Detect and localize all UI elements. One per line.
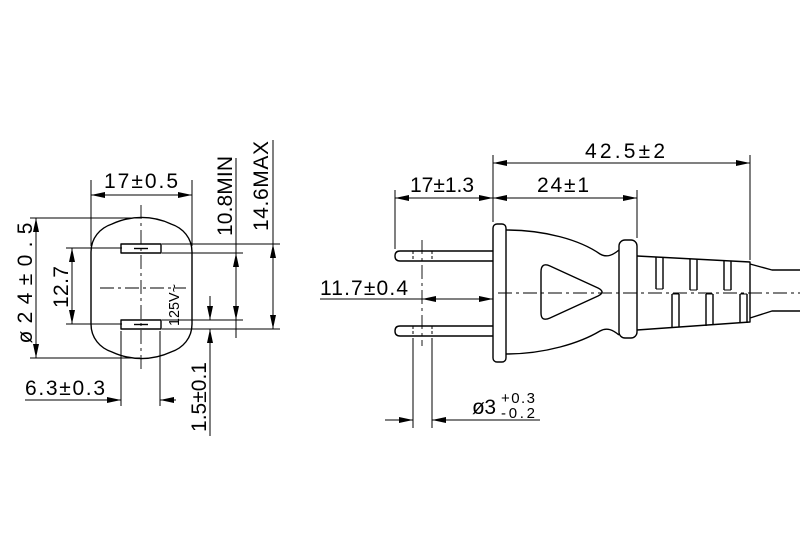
hole-tolerance-lower: -0.2 bbox=[501, 405, 535, 422]
dimension-hole-diameter: ø3 +0.3 -0.2 bbox=[385, 338, 540, 428]
hole-diameter-label: ø3 bbox=[472, 396, 496, 419]
dimension-blade-length: 17±1.3 bbox=[394, 174, 493, 249]
grip-triangle bbox=[540, 264, 603, 320]
strain-relief bbox=[636, 255, 751, 331]
rating-label: 125V~ bbox=[166, 284, 183, 326]
pin-spacing-label: 12.7 bbox=[50, 266, 73, 308]
dimension-pin-spacing: 12.7 bbox=[50, 247, 122, 325]
blade-width-label: 6.3±0.3 bbox=[25, 377, 105, 400]
dimension-hole-position: 11.7±0.4 bbox=[320, 277, 493, 302]
plug-body-bottom-edge bbox=[505, 328, 620, 355]
blade-length-label: 17±1.3 bbox=[410, 174, 474, 197]
hole-position-label: 11.7±0.4 bbox=[320, 277, 408, 300]
dimension-face-width: 17±0.5 bbox=[90, 170, 193, 246]
dimension-overall-length: 42.5±2 bbox=[492, 140, 751, 260]
blade-bottom bbox=[394, 325, 493, 337]
max-span-label: 14.6MAX bbox=[250, 141, 273, 231]
face-width-label: 17±0.5 bbox=[104, 170, 178, 193]
dimension-blade-width: 6.3±0.3 bbox=[25, 331, 176, 406]
face-diameter-label: ø24±0.5 bbox=[14, 223, 37, 344]
dimension-blade-thickness: 1.5±0.1 bbox=[162, 296, 216, 436]
cord-bottom-edge bbox=[749, 310, 800, 319]
plug-rim bbox=[618, 239, 638, 339]
cord-top-edge bbox=[749, 263, 800, 271]
front-view: 125V~ 17±0.5 ø24±0.5 12.7 bbox=[14, 140, 280, 436]
min-gap-label: 10.8MIN bbox=[214, 156, 237, 236]
body-length-label: 24±1 bbox=[537, 174, 589, 197]
hole-tolerance-upper: +0.3 bbox=[501, 390, 535, 407]
dimension-body-length: 24±1 bbox=[493, 174, 638, 238]
strain-relief-outline bbox=[636, 255, 751, 331]
plug-face-outline bbox=[90, 216, 193, 360]
overall-length-label: 42.5±2 bbox=[585, 140, 665, 163]
blade-thickness-label: 1.5±0.1 bbox=[188, 362, 211, 432]
blade-top bbox=[394, 250, 493, 262]
dimension-max-span: 14.6MAX bbox=[162, 140, 280, 330]
side-view: 42.5±2 17±1.3 24±1 11.7±0.4 ø3 +0.3 bbox=[320, 140, 800, 428]
plug-body-top-edge bbox=[505, 229, 620, 257]
